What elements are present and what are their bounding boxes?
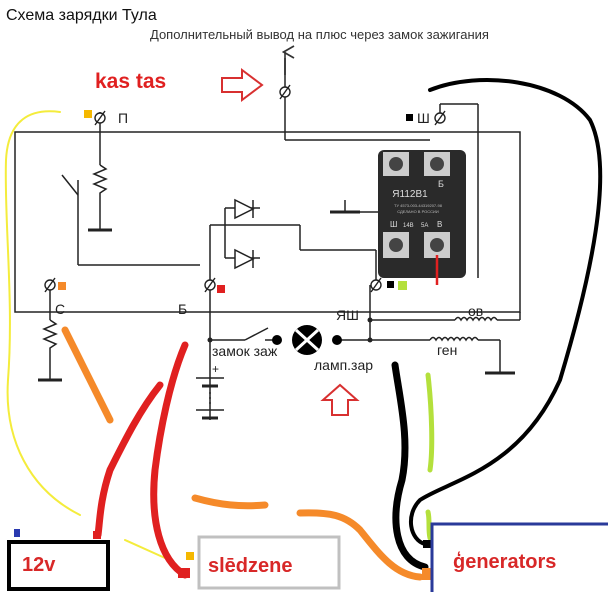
diagram-subtitle: Дополнительный вывод на плюс через замок…	[150, 27, 489, 42]
label-p: П	[118, 110, 128, 126]
svg-text:В: В	[437, 220, 442, 229]
green-wire-1	[425, 372, 435, 473]
gen-orange-marker	[422, 568, 432, 580]
svg-text:Ш: Ш	[390, 220, 397, 229]
svg-text:14В: 14В	[403, 223, 414, 229]
label-field-winding: ов	[468, 303, 483, 319]
svg-text:Б: Б	[438, 179, 444, 189]
gen-black-marker	[423, 540, 431, 548]
lock-box: slēdzene	[197, 535, 341, 590]
label-yash: ЯШ	[336, 307, 359, 323]
lock-yellow-marker	[186, 552, 194, 560]
terminal-b[interactable]	[204, 277, 216, 293]
annotation-kas-tas: kas tas	[95, 70, 166, 93]
red-wire-lock	[150, 341, 189, 579]
diagram-title: Схема зарядки Тула	[6, 7, 157, 24]
regulator-module: Б Я112В1 ТУ 4573-003-44319207-98 СДЕЛАНО…	[378, 150, 466, 278]
battery-minus-marker	[14, 529, 20, 537]
battery-label: 12v	[22, 554, 56, 576]
label-charge-lamp: ламп.зар	[314, 357, 373, 373]
terminal-output[interactable]	[279, 84, 291, 100]
hand-drawn-wires	[4, 78, 603, 581]
marker-yellow	[84, 110, 92, 118]
svg-text:СДЕЛАНО В РОССИИ: СДЕЛАНО В РОССИИ	[397, 209, 439, 214]
label-battery-plus: +	[212, 362, 219, 376]
battery-box: 12v	[7, 540, 110, 591]
svg-text:5А: 5А	[421, 223, 428, 229]
marker-black-2	[387, 281, 394, 288]
black-wire-yash	[391, 361, 429, 571]
marker-orange	[58, 282, 66, 290]
black-wire-sh	[409, 78, 603, 546]
green-wire-2	[425, 509, 433, 541]
label-generator-winding: ген	[437, 342, 457, 358]
lock-red-marker	[178, 568, 190, 578]
marker-red	[217, 285, 225, 293]
arrow-up-icon	[320, 383, 360, 416]
arrow-right-icon	[221, 68, 264, 102]
orange-wire-2	[296, 509, 424, 581]
terminal-p[interactable]	[94, 110, 106, 126]
terminal-regulator[interactable]	[370, 277, 382, 293]
terminal-sh[interactable]	[434, 110, 446, 126]
yellow-wire	[4, 110, 81, 516]
charge-lamp-icon	[272, 325, 342, 355]
label-s: С	[55, 301, 65, 317]
battery-plus-marker	[93, 531, 101, 539]
regulator-model: Я112В1	[392, 189, 428, 200]
label-sh: Ш	[417, 110, 430, 126]
svg-text:ТУ 4573-003-44319207-98: ТУ 4573-003-44319207-98	[394, 203, 443, 208]
generator-box: ģenerators	[430, 522, 608, 592]
label-ignition-switch: замок заж	[212, 343, 278, 359]
terminal-s[interactable]	[44, 277, 56, 293]
marker-black	[406, 114, 413, 121]
generator-label: ģenerators	[453, 551, 556, 573]
orange-wire-s	[61, 326, 114, 424]
marker-green	[398, 281, 407, 290]
orange-wire-1	[191, 494, 269, 510]
label-b: Б	[178, 301, 187, 317]
schematic-wiring	[14, 58, 521, 420]
lock-label: slēdzene	[208, 555, 292, 577]
junction-dots	[207, 317, 373, 343]
red-wire-battery	[94, 381, 164, 539]
yellow-wire-2	[124, 539, 166, 559]
